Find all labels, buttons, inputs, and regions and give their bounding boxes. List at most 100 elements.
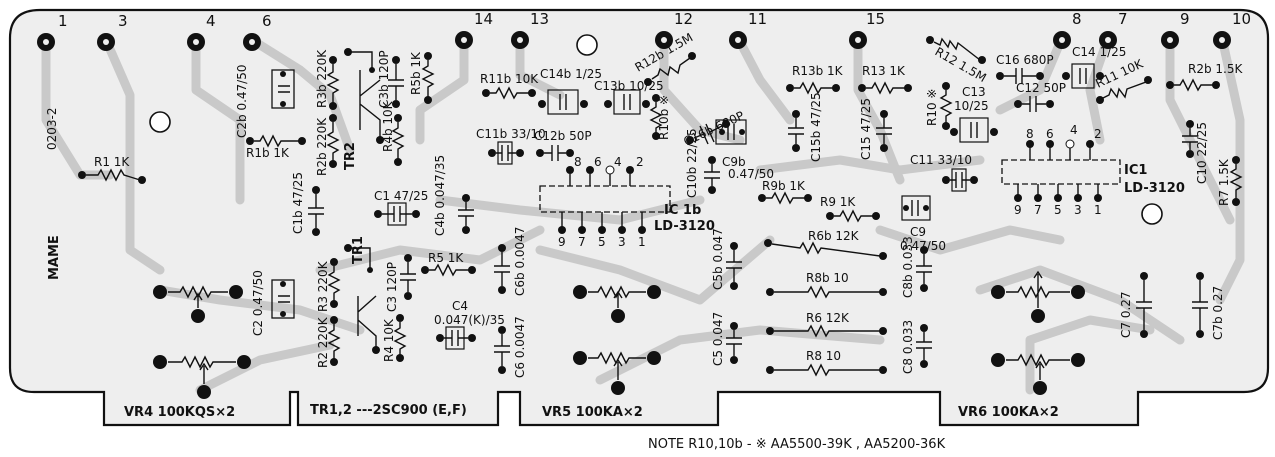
mounting-holes [149,34,1163,225]
capacitor-c12: C12 50P [1014,81,1066,112]
svg-text:C14b 1/25: C14b 1/25 [540,67,602,81]
capacitor-c6: C6 0.0047 [494,316,527,378]
svg-text:C8b 0.033: C8b 0.033 [901,236,915,298]
svg-text:R4 10K: R4 10K [382,318,396,362]
resistor-r10b: R10b ※ [649,94,671,140]
connector-pins: 1 3 4 6 14 13 12 11 15 8 7 9 10 [37,10,1251,51]
svg-text:11: 11 [748,10,767,28]
svg-text:R3b 220K: R3b 220K [315,49,329,108]
resistor-r3b: R3b 220K [315,49,340,110]
svg-text:VR5 100KA×2: VR5 100KA×2 [542,405,643,420]
svg-text:VR4 100KQS×2: VR4 100KQS×2 [124,405,235,420]
resistor-r10: R10 ※ [925,82,953,130]
capacitor-c1: C1 47/25 [374,189,428,226]
svg-text:C2 0.47/50: C2 0.47/50 [251,270,265,336]
svg-text:R1 1K: R1 1K [94,155,130,169]
svg-text:C13: C13 [962,85,986,99]
svg-text:4: 4 [206,12,216,30]
pin-4: 4 [187,12,216,51]
svg-text:R2 220K: R2 220K [316,316,330,368]
resistor-r5: R5 1K [421,251,476,277]
svg-text:R6 12K: R6 12K [806,311,850,325]
transistors: TR2 TR1 [343,48,384,354]
svg-text:7: 7 [1034,203,1042,217]
resistor-r9b: R9b 1K [758,179,812,205]
svg-text:10: 10 [1232,10,1251,28]
capacitor-c7: C7 0.27 [1119,272,1152,338]
svg-text:9: 9 [1180,10,1190,28]
capacitor-c11: C11 33/10 [910,153,978,192]
svg-text:C13b 10/25: C13b 10/25 [594,79,664,93]
capacitor-c8b: C8b 0.033 [901,236,932,298]
svg-text:3: 3 [1074,203,1082,217]
svg-text:0.47/50: 0.47/50 [728,167,774,181]
svg-text:9: 9 [558,235,566,249]
capacitor-c7b: C7b 0.27 [1192,272,1225,340]
pin-14: 14 [455,10,493,49]
svg-text:R8b 10: R8b 10 [806,271,849,285]
svg-text:C11b 33/10: C11b 33/10 [476,127,546,141]
svg-text:R9b 1K: R9b 1K [762,179,806,193]
resistor-r9: R9 1K [820,195,880,223]
capacitor-c3: C3 120P [385,254,416,312]
svg-text:C8 0.033: C8 0.033 [901,320,915,374]
svg-text:C3b 120P: C3b 120P [377,50,391,108]
capacitor-c5b: C5b 0.047 [711,228,742,290]
resistor-r3: R3 220K [316,258,341,312]
capacitor-c3b: C3b 120P [377,50,404,108]
resistor-r13b: R13b 1K [786,64,844,95]
svg-text:R7 1.5K: R7 1.5K [1217,158,1231,206]
svg-text:R5 1K: R5 1K [428,251,464,265]
svg-text:3: 3 [118,12,128,30]
svg-text:5: 5 [1054,203,1062,217]
svg-text:8: 8 [574,155,582,169]
svg-text:C4: C4 [452,299,468,313]
capacitor-c15: C15 47/25 [859,98,892,160]
vr5-dual-pot: VR5 100KA×2 [542,285,661,420]
svg-text:1: 1 [638,235,646,249]
svg-text:C5b 0.047: C5b 0.047 [711,228,725,290]
copper-traces [41,33,1245,395]
board-code: 0203-2 [45,107,59,150]
pin-15: 15 [849,10,885,49]
svg-text:15: 15 [866,10,885,28]
resistor-r4b: R4b 10K [381,100,405,166]
svg-text:C1 47/25: C1 47/25 [374,189,428,203]
svg-text:C16 680P: C16 680P [996,53,1054,67]
resistor-r6: R6 12K [766,311,887,338]
svg-text:R2b 220K: R2b 220K [315,117,329,176]
bottom-note: NOTE R10,10b - ※ AA5500-39K , AA5200-36K [648,437,946,452]
capacitor-c1b: C1b 47/25 [291,172,324,236]
capacitor-c5: C5 0.047 [711,312,742,366]
svg-text:R6b 12K: R6b 12K [808,229,860,243]
svg-text:R5b 1K: R5b 1K [409,51,423,95]
svg-text:LD-3120: LD-3120 [1124,181,1185,196]
svg-text:1: 1 [1094,203,1102,217]
pin-1: 1 [37,12,68,51]
capacitor-c4b: C4b 0.047/35 [433,155,474,236]
vr6-dual-pot: VR6 100KA×2 [958,270,1085,420]
pin-12: 12 [655,10,693,49]
svg-text:C9: C9 [910,225,926,239]
capacitor-c14b: C14b 1/25 [538,67,602,115]
svg-text:C1b 47/25: C1b 47/25 [291,172,305,234]
capacitor-c10: C10 22/25 [1182,120,1209,184]
resistor-r2b: R2b 220K [315,114,340,176]
svg-text:6: 6 [1046,127,1054,141]
svg-text:R13 1K: R13 1K [862,64,906,78]
capacitor-c16: C16 680P [996,53,1054,84]
svg-text:R11b 10K: R11b 10K [480,72,539,86]
svg-text:C15 47/25: C15 47/25 [859,98,873,160]
pin-3: 3 [97,12,128,51]
svg-text:C6b 0.0047: C6b 0.0047 [513,227,527,296]
svg-text:C10 22/25: C10 22/25 [1195,122,1209,184]
svg-text:12: 12 [674,10,693,28]
pin-11: 11 [729,10,767,49]
svg-text:C14 1/25: C14 1/25 [1072,45,1126,59]
capacitor-c8: C8 0.033 [901,320,932,374]
pin-7: 7 [1099,10,1128,49]
transistor-tr2: TR2 [343,48,384,170]
